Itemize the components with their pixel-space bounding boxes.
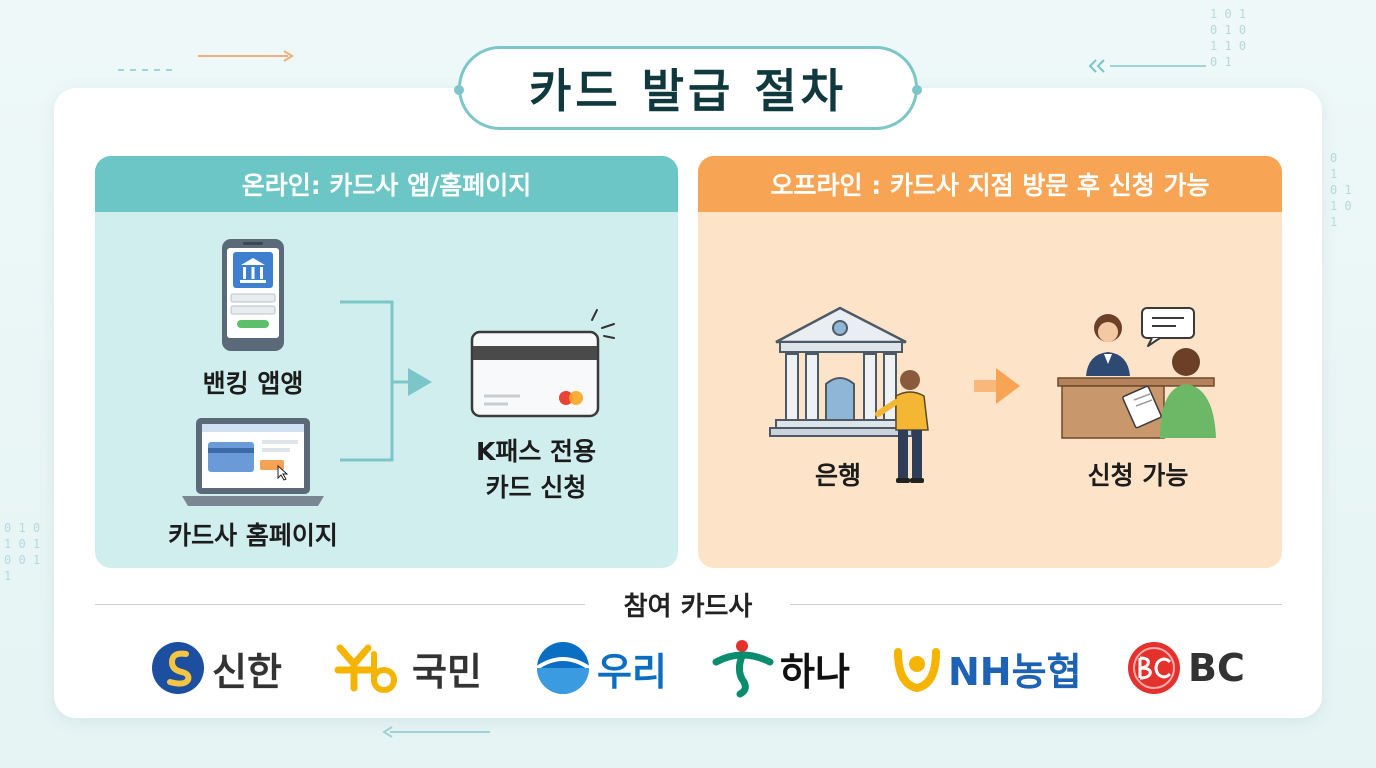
issuer-nh: NH농협 bbox=[892, 636, 1082, 700]
issuer-kb: 국민 bbox=[334, 636, 482, 700]
issuer-hana: 하나 bbox=[712, 636, 850, 700]
bank-building-icon bbox=[769, 306, 929, 483]
issuers-title: 참여 카드사 bbox=[623, 592, 753, 622]
issuer-name: 신한 bbox=[212, 649, 282, 694]
connector-arrow bbox=[340, 300, 432, 462]
page-title: 카드 발급 절차 bbox=[454, 46, 922, 130]
shinhan-logo-icon bbox=[152, 642, 204, 694]
issuer-name: NH농협 bbox=[948, 649, 1082, 694]
issuer-woori: 우리 bbox=[535, 636, 667, 700]
card-site-label: 카드사 홈페이지 bbox=[168, 521, 338, 550]
phone-icon bbox=[222, 239, 284, 351]
counter-service-icon bbox=[1057, 307, 1216, 439]
arrow-decoration bbox=[1088, 59, 1206, 73]
issuer-name: 우리 bbox=[597, 649, 667, 694]
issuer-name: 국민 bbox=[412, 649, 482, 694]
bc-logo-icon bbox=[1128, 642, 1180, 694]
apply-label: 신청 가능 bbox=[1087, 461, 1189, 490]
pill-dot bbox=[454, 85, 464, 95]
page-title-text: 카드 발급 절차 bbox=[529, 64, 847, 118]
hana-logo-icon bbox=[712, 640, 774, 698]
bank-label: 은행 bbox=[814, 461, 861, 490]
nh-logo-icon bbox=[894, 648, 940, 693]
issuer-bc: BC bbox=[1126, 636, 1245, 700]
issuer-name: 하나 bbox=[780, 649, 850, 694]
issuers-divider-right bbox=[790, 604, 1282, 605]
arrow-decoration bbox=[382, 726, 490, 738]
kb-logo-icon bbox=[334, 644, 397, 693]
online-panel: 온라인: 카드사 앱/홈페이지 bbox=[95, 156, 678, 568]
arrow-decoration bbox=[118, 50, 294, 71]
banking-app-label: 밴킹 앱앵 bbox=[202, 369, 304, 398]
pill-dot bbox=[912, 85, 922, 95]
online-header: 온라인: 카드사 앱/홈페이지 bbox=[95, 156, 678, 212]
flow-arrow-icon bbox=[974, 368, 1020, 404]
credit-card-icon bbox=[470, 309, 615, 418]
laptop-icon bbox=[182, 418, 324, 506]
offline-header: 오프라인 : 카드사 지점 방문 후 신청 가능 bbox=[698, 156, 1282, 212]
result-label-line1: K패스 전용 bbox=[475, 437, 597, 466]
woori-logo-icon bbox=[535, 642, 591, 694]
issuer-shinhan: 신한 bbox=[150, 636, 282, 700]
result-label-line2: 카드 신청 bbox=[485, 473, 587, 502]
issuers-divider-left bbox=[95, 604, 585, 605]
issuer-name: BC bbox=[1188, 646, 1245, 690]
